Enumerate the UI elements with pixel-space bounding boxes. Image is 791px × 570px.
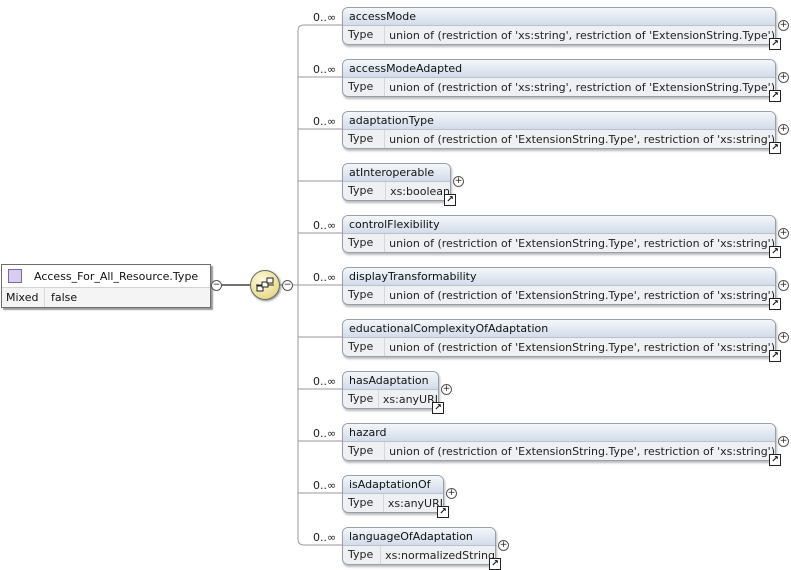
type-reference-icon[interactable]: ↗ — [444, 194, 456, 206]
type-label: Type — [343, 130, 386, 148]
occurrence-label: 0..∞ — [313, 219, 337, 232]
type-label: Type — [343, 338, 386, 356]
element-name: languageOfAdaptation — [343, 528, 495, 546]
type-label: Type — [343, 494, 384, 512]
type-label: Type — [343, 182, 387, 200]
expand-icon[interactable]: + — [778, 436, 789, 447]
element-name: hasAdaptation — [343, 372, 438, 390]
type-reference-icon[interactable]: ↗ — [769, 298, 781, 310]
type-label: Type — [343, 442, 386, 460]
occurrence-label: 0..∞ — [313, 11, 337, 24]
sequence-icon — [256, 277, 274, 292]
root-type-header: Access_For_All_Resource.Type — [2, 265, 210, 288]
sequence-compositor[interactable] — [250, 270, 280, 300]
type-value: xs:normalizedString — [385, 548, 495, 562]
occurrence-label: 0..∞ — [313, 531, 337, 544]
element-name: hazard — [343, 424, 775, 442]
type-value: xs:boolean — [390, 184, 450, 198]
type-reference-icon[interactable]: ↗ — [769, 246, 781, 258]
type-reference-icon[interactable]: ↗ — [769, 38, 781, 50]
element-name: controlFlexibility — [343, 216, 775, 234]
complex-type-icon — [8, 269, 22, 283]
type-value: union of (restriction of 'ExtensionStrin… — [389, 444, 775, 458]
sequence-collapse-icon[interactable]: − — [282, 280, 293, 291]
type-label: Type — [343, 546, 382, 564]
type-reference-icon[interactable]: ↗ — [769, 90, 781, 102]
occurrence-label: 0..∞ — [313, 479, 337, 492]
type-label: Type — [343, 286, 386, 304]
occurrence-label: 0..∞ — [313, 271, 337, 284]
type-reference-icon[interactable]: ↗ — [489, 558, 501, 570]
type-label: Type — [343, 26, 386, 44]
type-label: Type — [343, 78, 386, 96]
element-name: displayTransformability — [343, 268, 775, 286]
type-value: union of (restriction of 'xs:string', re… — [389, 28, 775, 42]
root-type-box[interactable]: Access_For_All_Resource.Type Mixed false — [1, 264, 211, 308]
type-value: xs:anyURI — [387, 496, 443, 510]
expand-icon[interactable]: + — [446, 488, 457, 499]
root-type-property: Mixed false — [2, 288, 210, 307]
expand-icon[interactable]: + — [778, 20, 789, 31]
root-property-value: false — [51, 291, 78, 304]
occurrence-label: 0..∞ — [313, 63, 337, 76]
occurrence-label: 0..∞ — [313, 375, 337, 388]
type-label: Type — [343, 234, 386, 252]
root-collapse-icon[interactable]: − — [211, 280, 222, 291]
expand-icon[interactable]: + — [441, 384, 452, 395]
expand-icon[interactable]: + — [498, 540, 509, 551]
element-name: isAdaptationOf — [343, 476, 443, 494]
expand-icon[interactable]: + — [778, 228, 789, 239]
occurrence-label: 0..∞ — [313, 115, 337, 128]
expand-icon[interactable]: + — [453, 176, 464, 187]
type-value: union of (restriction of 'ExtensionStrin… — [389, 132, 775, 146]
expand-icon[interactable]: + — [778, 72, 789, 83]
type-value: union of (restriction of 'ExtensionStrin… — [389, 236, 775, 250]
element-name: accessMode — [343, 8, 775, 26]
element-name: atInteroperable — [343, 164, 450, 182]
root-type-name: Access_For_All_Resource.Type — [34, 269, 199, 283]
expand-icon[interactable]: + — [778, 280, 789, 291]
element-name: educationalComplexityOfAdaptation — [343, 320, 775, 338]
type-value: union of (restriction of 'xs:string', re… — [389, 80, 775, 94]
type-value: union of (restriction of 'ExtensionStrin… — [389, 340, 775, 354]
type-label: Type — [343, 390, 379, 408]
root-property-label: Mixed — [2, 288, 45, 307]
type-value: union of (restriction of 'ExtensionStrin… — [389, 288, 775, 302]
connector-trunk — [297, 24, 342, 546]
element-name: accessModeAdapted — [343, 60, 775, 78]
expand-icon[interactable]: + — [778, 124, 789, 135]
type-reference-icon[interactable]: ↗ — [769, 142, 781, 154]
type-reference-icon[interactable]: ↗ — [769, 454, 781, 466]
type-reference-icon[interactable]: ↗ — [437, 506, 449, 518]
element-name: adaptationType — [343, 112, 775, 130]
type-reference-icon[interactable]: ↗ — [432, 402, 444, 414]
type-reference-icon[interactable]: ↗ — [769, 350, 781, 362]
expand-icon[interactable]: + — [778, 332, 789, 343]
type-value: xs:anyURI — [382, 392, 438, 406]
occurrence-label: 0..∞ — [313, 427, 337, 440]
